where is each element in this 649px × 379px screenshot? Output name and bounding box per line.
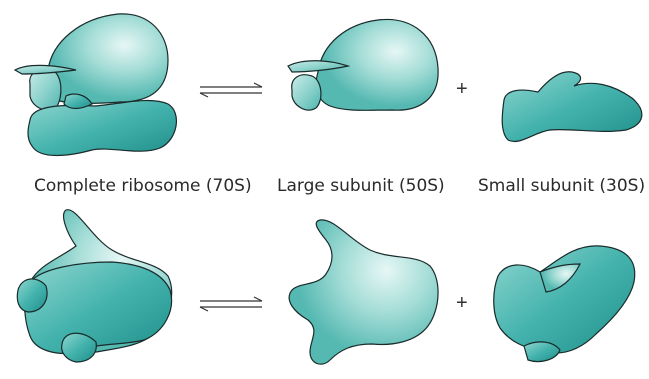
plus-sign-bottom: + xyxy=(456,292,468,314)
label-small-subunit: Small subunit (30S) xyxy=(478,176,646,196)
small-subunit-detail xyxy=(63,93,93,110)
equilibrium-arrows-top xyxy=(199,82,263,98)
large-subunit-lobe xyxy=(29,68,62,111)
label-complete-ribosome: Complete ribosome (70S) xyxy=(34,176,252,196)
stalk xyxy=(13,64,77,75)
complete-ribosome-top xyxy=(13,13,177,157)
large-subunit-part xyxy=(43,13,169,104)
plus-sign-top: + xyxy=(456,78,468,100)
large-subunit-bottom xyxy=(288,219,439,365)
large-subunit-top xyxy=(287,18,439,111)
small-subunit-top xyxy=(501,71,643,142)
equilibrium-arrows-bottom xyxy=(199,296,263,312)
label-large-subunit: Large subunit (50S) xyxy=(277,176,445,196)
small-subunit-bottom xyxy=(493,245,636,363)
small-subunit-part xyxy=(27,99,177,157)
complete-ribosome-bottom xyxy=(16,209,173,363)
